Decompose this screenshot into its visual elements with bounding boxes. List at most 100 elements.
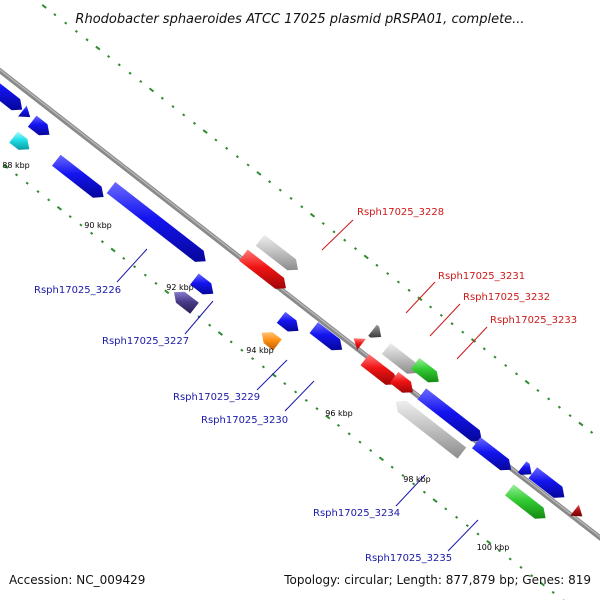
inner-tick-dot: [369, 448, 373, 453]
inner-tick-dot: [412, 482, 416, 486]
gene-label-rsph17025-3233[interactable]: Rsph17025_3233: [490, 315, 577, 326]
backbone-line: [0, 67, 600, 541]
gene-arrow-blue[interactable]: [472, 437, 512, 471]
accession-value: NC_009429: [76, 573, 146, 587]
outer-tick-dot: [182, 113, 186, 117]
gene-label-rsph17025-3228[interactable]: Rsph17025_3228: [357, 207, 444, 218]
gene-arrow-blue[interactable]: [52, 154, 104, 198]
inner-tick-dot: [444, 507, 448, 511]
tick-label-92kbp: 92 kbp: [166, 283, 194, 292]
gene-label-rsph17025-3231[interactable]: Rsph17025_3231: [438, 271, 525, 282]
gene-arrow-blue[interactable]: [276, 311, 299, 332]
outer-tick-dot: [202, 129, 208, 134]
gene-label-rsph17025-3232[interactable]: Rsph17025_3232: [463, 292, 550, 303]
topology-label: Topology:: [284, 573, 341, 587]
gene-arrow-gray[interactable]: [255, 234, 298, 271]
gene-label-rsph17025-3230[interactable]: Rsph17025_3230: [201, 415, 288, 426]
tick-label-90kbp: 90 kbp: [84, 221, 112, 230]
gene-arrow-orange[interactable]: [261, 332, 282, 351]
tick-label-94kbp: 94 kbp: [246, 346, 274, 355]
sequence-summary: Topology: circular; Length: 877,879 bp; …: [284, 573, 591, 587]
outer-tick-dot: [536, 388, 540, 393]
outer-tick-dot: [309, 212, 316, 218]
gene-label-rsph17025-3229[interactable]: Rsph17025_3229: [173, 392, 260, 403]
inner-tick-dot: [486, 539, 492, 545]
inner-tick-dot: [261, 365, 265, 369]
gene-arrow-red[interactable]: [389, 371, 413, 393]
tick-label-96kbp: 96 kbp: [325, 409, 353, 418]
inner-tick-dot: [3, 164, 9, 169]
map-title: Rhodobacter sphaeroides ATCC 17025 plasm…: [75, 12, 524, 27]
inner-tick-dot: [90, 231, 94, 235]
inner-tick-dot: [401, 473, 405, 478]
inner-tick-dot: [347, 432, 351, 436]
gene-arrow-green[interactable]: [505, 484, 546, 519]
outer-tick-dot: [225, 146, 229, 150]
gene-arrow-red[interactable]: [239, 249, 286, 289]
gene-label-rsph17025-3234[interactable]: Rsph17025_3234: [313, 508, 400, 519]
gene-label-rsph17025-3226[interactable]: Rsph17025_3226: [34, 285, 121, 296]
outer-tick-dot: [117, 63, 121, 67]
gene-arrow-blue-small[interactable]: [517, 461, 532, 475]
gene-arrow-blue-small[interactable]: [18, 105, 31, 118]
outer-tick-dot: [214, 138, 218, 142]
inner-tick-dot: [283, 382, 287, 386]
callout-line-rsph17025-3226: [116, 248, 148, 283]
outer-tick-dot: [246, 163, 250, 167]
inner-tick-dot: [133, 265, 137, 269]
outer-tick-dot: [493, 355, 497, 359]
inner-tick-dot: [154, 281, 158, 285]
outer-tick-dot: [578, 421, 584, 427]
inner-tick-dot: [497, 549, 502, 553]
gene-arrow-blue[interactable]: [0, 70, 23, 111]
callout-line-rsph17025-3228: [321, 219, 354, 251]
inner-tick-dot: [378, 456, 384, 462]
inner-tick-dot: [358, 440, 362, 444]
plus-strand-gene-labels: Rsph17025_3228 Rsph17025_3231 Rsph17025_…: [357, 207, 577, 326]
outer-tick-dots: [41, 4, 594, 434]
gene-arrow-blue[interactable]: [309, 322, 343, 351]
inner-tick-dot: [68, 215, 72, 219]
outer-tick-dot: [289, 196, 293, 200]
gene-arrow-red[interactable]: [360, 354, 397, 385]
gene-arrow-blue[interactable]: [27, 115, 50, 136]
inner-tick-dot: [251, 357, 255, 361]
minus-strand-gene-labels: Rsph17025_3226 Rsph17025_3227 Rsph17025_…: [34, 285, 452, 564]
inner-tick-dot: [519, 565, 523, 569]
gene-label-rsph17025-3227[interactable]: Rsph17025_3227: [102, 336, 189, 347]
outer-tick-dot: [568, 414, 572, 418]
topology-value: circular: [344, 573, 389, 587]
inner-tick-dot: [164, 289, 170, 295]
gene-arrow-blue[interactable]: [528, 467, 565, 498]
inner-tick-dot: [539, 581, 545, 587]
gene-arrow-purple[interactable]: [174, 291, 199, 314]
outer-tick-dot: [547, 397, 551, 401]
gene-arrow-cyan[interactable]: [9, 131, 30, 150]
gene-arrow-darkred[interactable]: [570, 504, 583, 517]
gene-arrow-gray[interactable]: [381, 343, 418, 374]
callout-line-rsph17025-3233: [456, 326, 488, 360]
gene-arrow-blue[interactable]: [106, 182, 206, 262]
outer-tick-dot: [300, 205, 304, 209]
outer-tick-dot: [139, 79, 143, 84]
gene-arrow-green[interactable]: [410, 357, 439, 383]
outer-tick-dot: [148, 87, 155, 93]
genes-value: 819: [568, 573, 591, 587]
gene-arrow-darkgray[interactable]: [368, 324, 382, 338]
inner-tick-dot: [455, 515, 459, 519]
outer-tick-dot: [107, 54, 111, 59]
gene-arrow-blue[interactable]: [417, 388, 482, 442]
inner-tick-dot: [240, 348, 244, 352]
callout-line-rsph17025-3231: [405, 281, 436, 314]
inner-tick-dot: [229, 340, 233, 344]
genes-label: Genes:: [522, 573, 565, 587]
tick-label-100kbp: 100 kbp: [477, 543, 510, 552]
gene-arrow-blue[interactable]: [190, 273, 214, 295]
gene-label-rsph17025-3235[interactable]: Rsph17025_3235: [365, 553, 452, 564]
callout-line-rsph17025-3230: [284, 380, 315, 412]
inner-tick-dot: [336, 423, 341, 427]
inner-tick-dot: [100, 240, 104, 244]
outer-tick-dot: [363, 254, 369, 260]
gene-arrow-red-small[interactable]: [353, 338, 366, 350]
gene-arrow-gray[interactable]: [395, 400, 467, 459]
